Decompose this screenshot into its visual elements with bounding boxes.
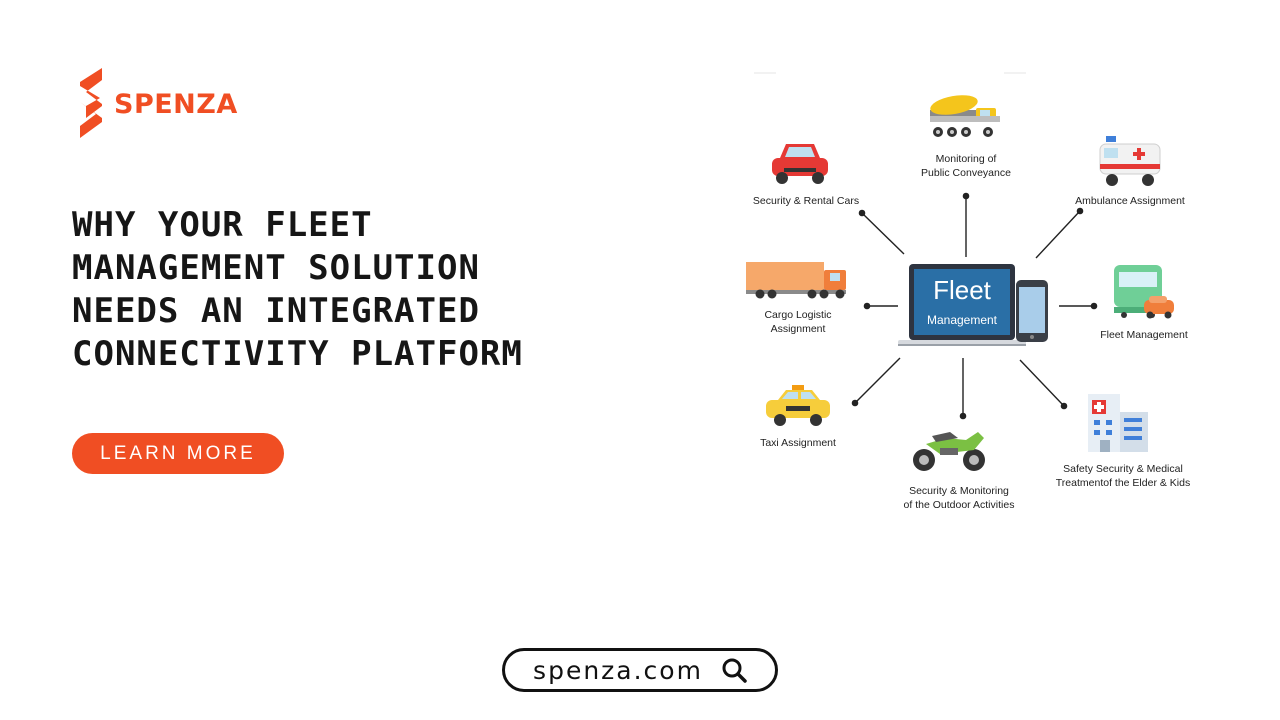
- page-headline: WHY YOUR FLEET MANAGEMENT SOLUTION NEEDS…: [72, 204, 632, 376]
- laptop-icon: [898, 264, 1026, 346]
- motorcycle-icon: [913, 432, 985, 471]
- hospital-icon: [1088, 394, 1148, 452]
- fleet-diagram: Fleet Management Monitoring of Public Co…: [726, 72, 1208, 554]
- bus-icon: [1114, 265, 1174, 319]
- node-label-cargo-logistic: Cargo Logistic Assignment: [764, 309, 832, 335]
- headline-line: WHY YOUR FLEET: [72, 205, 373, 245]
- diagram-center-subtitle: Management: [926, 313, 998, 327]
- node-label-medical-treatment: Safety Security & Medical Treatmentof th…: [1055, 463, 1191, 489]
- diagram-center-title: Fleet: [933, 275, 991, 305]
- headline-line: CONNECTIVITY PLATFORM: [72, 334, 523, 374]
- node-label-fleet-management: Fleet Management: [1100, 329, 1188, 341]
- node-label-rental-cars: Security & Rental Cars: [752, 195, 860, 207]
- cargo-truck-icon: [746, 262, 846, 299]
- node-label-ambulance-assignment: Ambulance Assignment: [1075, 195, 1185, 207]
- node-label-public-conveyance: Monitoring of Public Conveyance: [921, 153, 1011, 179]
- node-label-taxi-assignment: Taxi Assignment: [760, 437, 836, 449]
- node-label-outdoor-activities: Security & Monitoring of the Outdoor Act…: [903, 485, 1015, 511]
- spenza-logo[interactable]: SPENZA: [76, 68, 238, 140]
- website-search-pill[interactable]: spenza.com: [502, 648, 778, 692]
- cement-truck-icon: [930, 95, 1000, 137]
- search-icon: [722, 658, 747, 683]
- website-url: spenza.com: [533, 655, 703, 685]
- headline-line: NEEDS AN INTEGRATED: [72, 291, 480, 331]
- diagram-graphics: [746, 72, 1174, 471]
- ambulance-icon: [1099, 136, 1161, 186]
- car-icon: [772, 144, 828, 184]
- headline-line: MANAGEMENT SOLUTION: [72, 248, 480, 288]
- smartphone-icon: [1016, 280, 1048, 342]
- learn-more-button[interactable]: LEARN MORE: [72, 433, 284, 474]
- spenza-s-mark-icon: [80, 68, 102, 138]
- brand-name: SPENZA: [114, 88, 238, 120]
- connector-lines: [851, 192, 1098, 420]
- taxi-icon: [766, 385, 830, 426]
